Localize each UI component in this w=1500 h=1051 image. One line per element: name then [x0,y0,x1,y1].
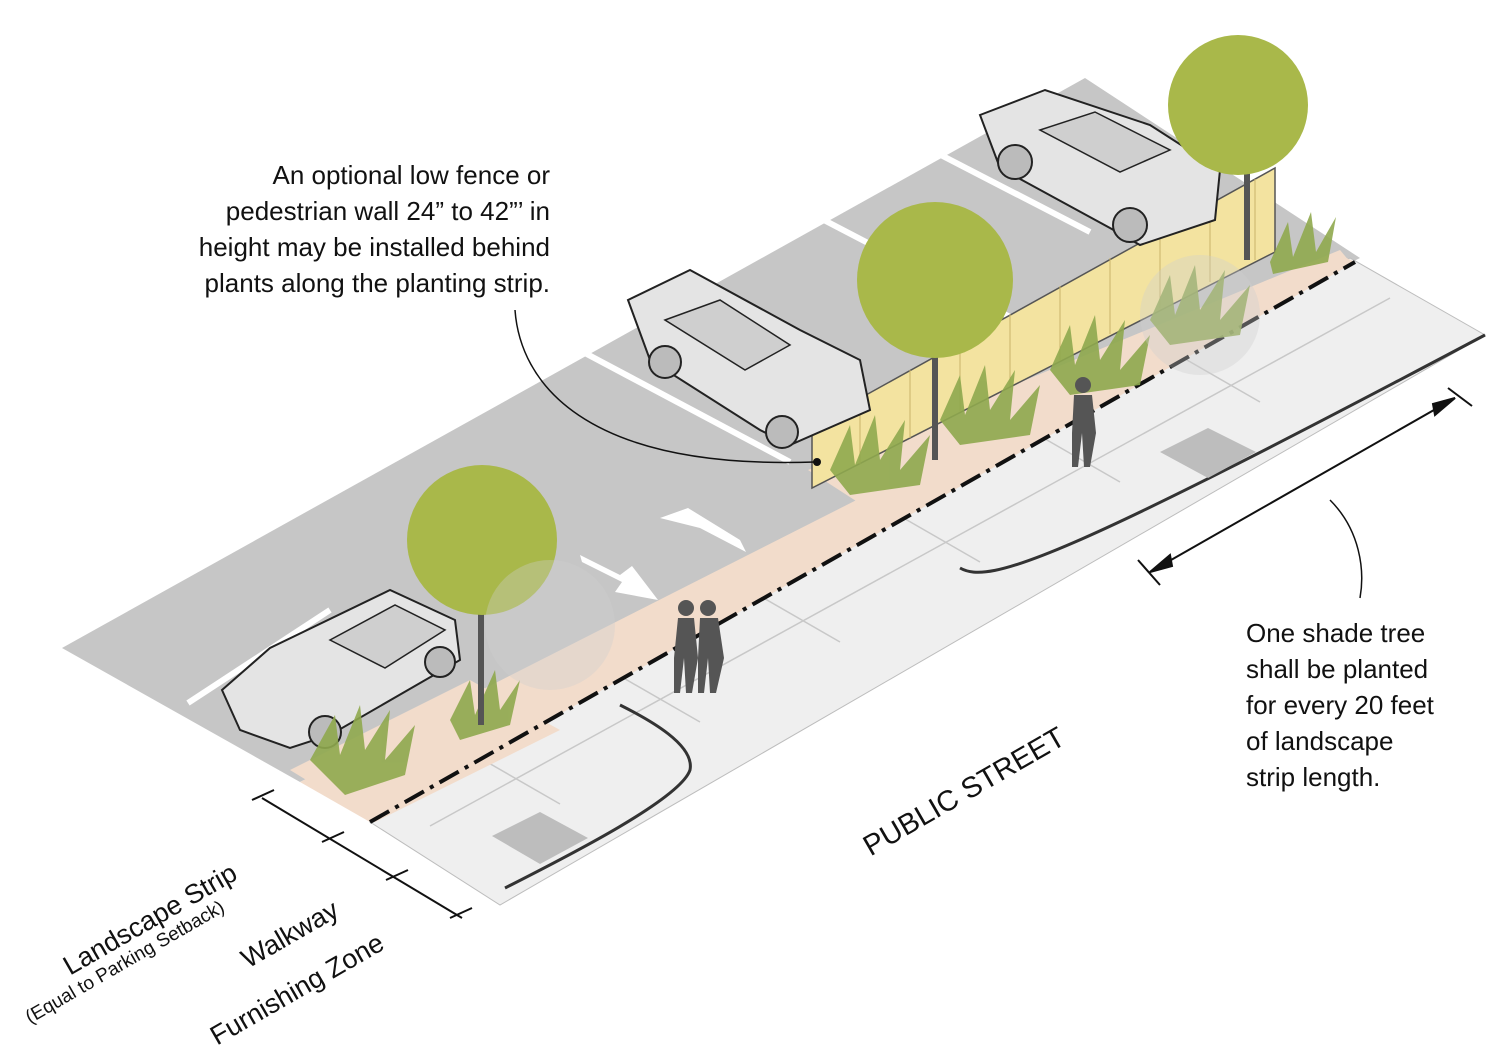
tree-callout-line-4: of landscape [1246,726,1394,756]
arrow-outbound-icon [580,555,658,600]
car-back [978,88,1222,247]
zone-dimension-ticks [251,789,473,919]
tree-callout: One shade tree shall be planted for ever… [1246,615,1434,795]
shade-tree-back [1168,35,1308,260]
tree-callout-line-1: One shade tree [1246,618,1426,648]
curb-front [504,703,692,890]
fence-callout-line-1: An optional low fence or [272,160,550,190]
shade-tree-front [407,465,557,725]
arrow-inbound-icon [660,508,746,552]
tree-spacing-dimension [1137,387,1473,586]
pedestrian-single [1072,377,1096,467]
fence-callout: An optional low fence or pedestrian wall… [199,157,550,301]
tree-grate-back [1160,428,1256,478]
curb-back [959,333,1486,574]
setback-line [369,260,1356,824]
tree-callout-leader [1329,499,1363,599]
fence-callout-line-3: height may be installed behind [198,232,550,262]
tree-callout-line-2: shall be planted [1246,654,1429,684]
fence-callout-line-4: plants along the planting strip. [204,268,550,298]
fence-callout-leader [514,309,816,464]
sidewalk-joints [429,297,1391,827]
fence-callout-dot [813,458,821,466]
shade-tree-middle [857,202,1013,460]
tree-callout-line-3: for every 20 feet [1246,690,1434,720]
fence-callout-line-2: pedestrian wall 24” to 42”’ in [225,196,550,226]
tree-callout-line-5: strip length. [1246,762,1381,792]
proposed-street-trees [485,255,1260,690]
car-middle [626,268,872,449]
pedestrians-couple [674,600,724,693]
shrub-plantings [310,212,1336,795]
tree-grate-front [492,812,588,864]
